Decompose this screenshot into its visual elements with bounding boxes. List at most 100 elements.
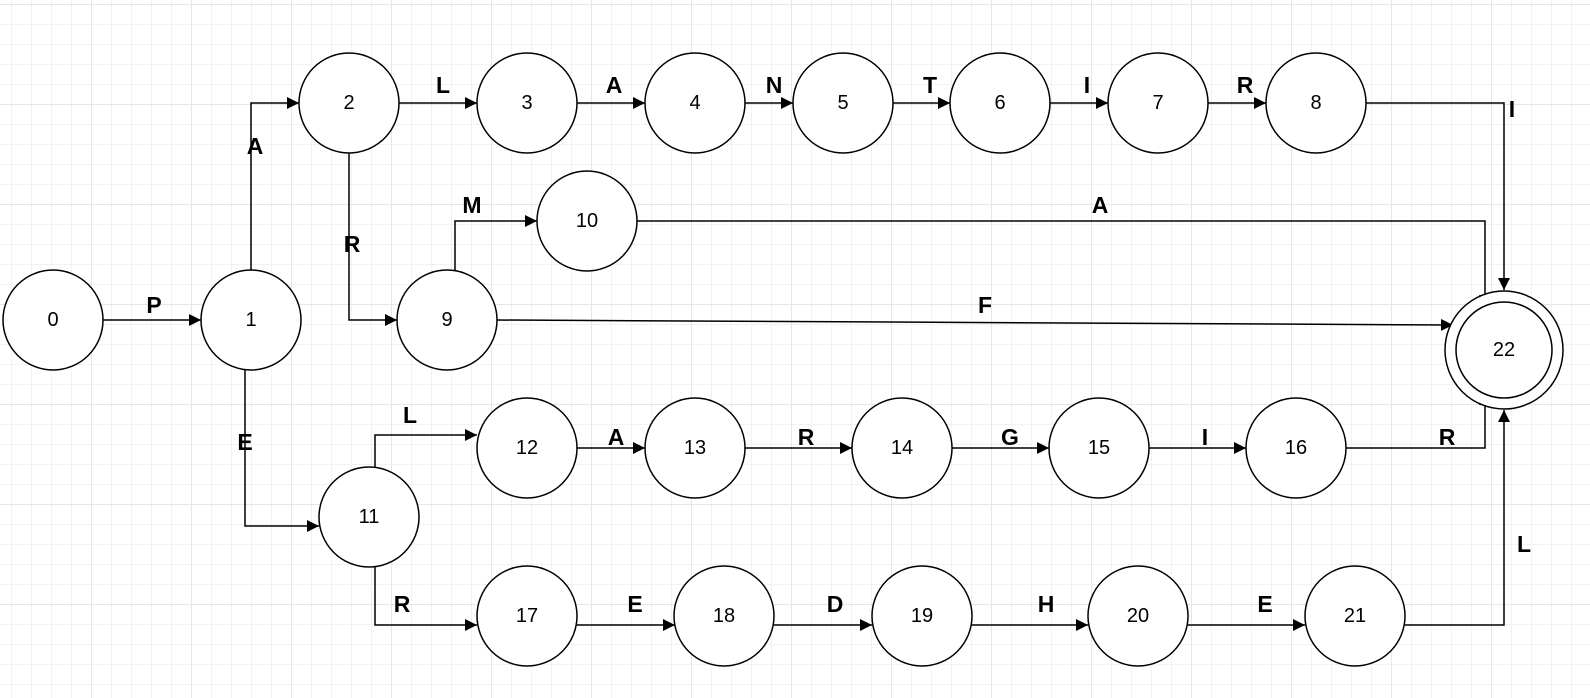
state-node-4: 4	[644, 52, 746, 154]
state-node-10: 10	[536, 170, 638, 272]
transition-arrow	[1366, 102, 1510, 290]
transition-label: L	[436, 72, 450, 98]
transition-label: R	[798, 424, 815, 450]
transition-20-to-21: E	[1188, 591, 1305, 631]
transition-arrow	[496, 318, 1454, 331]
state-circle	[792, 52, 894, 154]
transition-arrow	[374, 429, 477, 467]
state-label: 18	[713, 605, 735, 627]
state-label: 21	[1344, 605, 1366, 627]
transition-arrow	[637, 220, 1491, 307]
transition-1-to-11: E	[237, 370, 319, 532]
transition-label: A	[1092, 192, 1109, 218]
transition-label: P	[146, 292, 161, 318]
transition-label: I	[1509, 96, 1515, 122]
transition-label: R	[1237, 72, 1254, 98]
state-circle	[396, 269, 498, 371]
transition-label: H	[1038, 591, 1055, 617]
transition-4-to-5: N	[745, 72, 793, 109]
transition-9-to-10: M	[454, 192, 537, 271]
transition-label: L	[403, 402, 417, 428]
state-node-11: 11	[318, 466, 420, 568]
state-label: 19	[911, 605, 933, 627]
transition-arrow	[244, 370, 319, 532]
state-node-12: 12	[476, 397, 578, 499]
transition-5-to-6: T	[893, 72, 950, 109]
state-circle	[2, 269, 104, 371]
state-node-3: 3	[476, 52, 578, 154]
state-node-14: 14	[851, 397, 953, 499]
state-node-16: 16	[1245, 397, 1347, 499]
state-circle	[200, 269, 302, 371]
state-label: 20	[1127, 605, 1149, 627]
state-label: 2	[343, 92, 354, 114]
transition-2-to-3: L	[399, 72, 477, 109]
transition-arrow	[1346, 393, 1491, 449]
state-label: 10	[576, 210, 598, 232]
transition-16-to-22: R	[1346, 393, 1491, 450]
state-circle	[476, 565, 578, 667]
state-label: 3	[521, 92, 532, 114]
state-label: 15	[1088, 437, 1110, 459]
transition-label: T	[923, 72, 937, 98]
transition-7-to-8: R	[1208, 72, 1266, 109]
transition-1-to-2: A	[247, 97, 299, 270]
state-node-5: 5	[792, 52, 894, 154]
state-node-13: 13	[644, 397, 746, 499]
transition-14-to-15: G	[952, 424, 1049, 454]
state-circle	[851, 397, 953, 499]
state-label: 9	[441, 309, 452, 331]
transition-10-to-22: A	[637, 192, 1491, 307]
transition-label: R	[394, 591, 411, 617]
state-circle	[644, 397, 746, 499]
transition-label: D	[827, 591, 844, 617]
transition-label: I	[1084, 72, 1090, 98]
state-label: 14	[891, 437, 913, 459]
state-label: 1	[245, 309, 256, 331]
state-circle	[476, 52, 578, 154]
state-circle	[1304, 565, 1406, 667]
state-node-1: 1	[200, 269, 302, 371]
accepting-state-inner-ring	[1455, 301, 1553, 399]
transition-6-to-7: I	[1050, 72, 1108, 109]
transition-label: E	[237, 429, 252, 455]
transition-label: E	[1257, 591, 1272, 617]
state-label: 5	[837, 92, 848, 114]
transition-arrow	[348, 153, 397, 326]
transition-label: F	[978, 292, 992, 318]
state-label: 7	[1152, 92, 1163, 114]
transition-arrow	[374, 566, 477, 631]
state-node-2: 2	[298, 52, 400, 154]
state-circle	[298, 52, 400, 154]
transition-label: N	[766, 72, 783, 98]
transition-12-to-13: A	[577, 424, 645, 454]
transition-13-to-14: R	[745, 424, 852, 454]
transition-arrow	[1405, 410, 1510, 626]
state-label: 17	[516, 605, 538, 627]
state-circle	[476, 397, 578, 499]
state-circle	[1087, 565, 1189, 667]
transition-arrow	[454, 215, 537, 271]
state-circle	[1107, 52, 1209, 154]
state-label: 0	[47, 309, 58, 331]
state-node-8: 8	[1265, 52, 1367, 154]
state-label: 13	[684, 437, 706, 459]
transition-label: M	[462, 192, 481, 218]
state-label: 4	[689, 92, 700, 114]
state-node-17: 17	[476, 565, 578, 667]
state-node-22: 22	[1444, 290, 1564, 410]
transition-15-to-16: I	[1149, 424, 1246, 454]
state-label: 22	[1493, 339, 1515, 361]
state-node-18: 18	[673, 565, 775, 667]
state-circle	[536, 170, 638, 272]
state-circle	[1265, 52, 1367, 154]
transition-11-to-12: L	[374, 402, 477, 467]
state-node-6: 6	[949, 52, 1051, 154]
state-node-0: 0	[2, 269, 104, 371]
transition-label: A	[606, 72, 623, 98]
state-circle	[673, 565, 775, 667]
state-circle	[644, 52, 746, 154]
transition-19-to-20: H	[972, 591, 1088, 631]
state-circle	[949, 52, 1051, 154]
